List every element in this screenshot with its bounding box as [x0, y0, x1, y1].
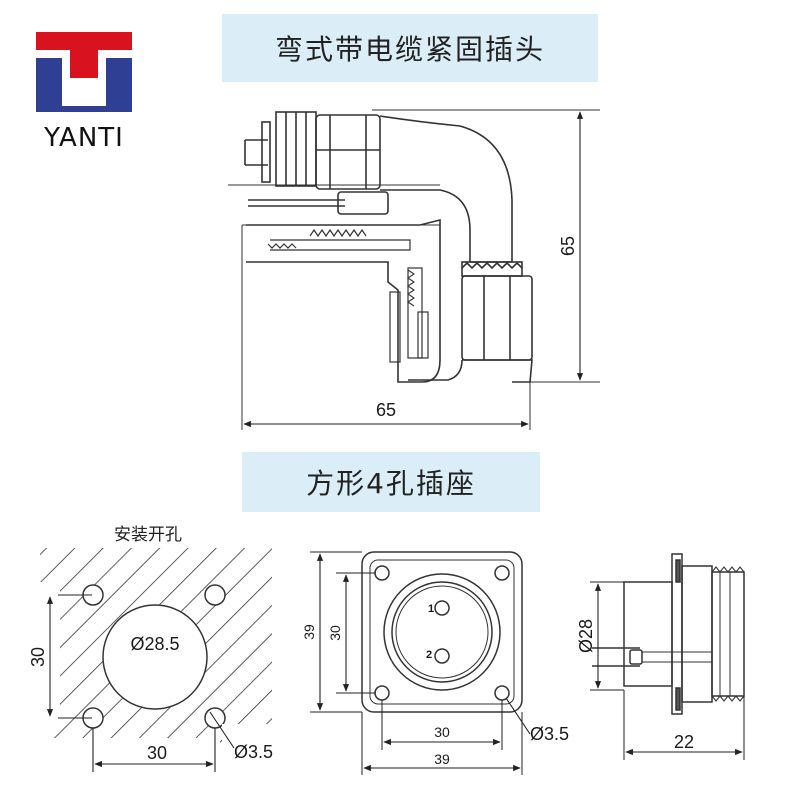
cutout-center-diameter: Ø28.5: [130, 634, 179, 654]
socket-pin-1-label: 1: [428, 603, 434, 615]
socket-title: 方形4孔插座: [306, 467, 476, 500]
cutout-label: 安装开孔: [114, 525, 182, 545]
side-diameter-dimension: Ø28: [576, 619, 596, 653]
plug-title: 弯式带电缆紧固插头: [274, 33, 545, 66]
square-socket-side-drawing: [590, 553, 745, 760]
cutout-horizontal-spacing: 30: [147, 743, 167, 763]
cutout-screw-diameter: Ø3.5: [234, 742, 273, 762]
side-length-dimension: 22: [674, 732, 694, 752]
flange-screw-diameter: Ø3.5: [530, 724, 569, 744]
socket-title-banner: 方形4孔插座: [242, 452, 540, 512]
flange-outer-vertical: 39: [301, 624, 317, 640]
flange-hole-vertical: 30: [327, 625, 343, 641]
right-angle-plug-drawing: [228, 109, 600, 430]
flange-hole-horizontal: 30: [434, 724, 450, 740]
plug-height-dimension: 65: [558, 236, 578, 256]
square-socket-front-drawing: [310, 551, 531, 775]
yanti-logo: YANTI: [36, 32, 132, 153]
mounting-cutout-drawing: [40, 548, 272, 772]
plug-dimensions: [243, 111, 584, 428]
plug-width-dimension: 65: [376, 400, 396, 420]
logo-brand-text: YANTI: [43, 123, 124, 153]
flange-outer-horizontal: 39: [434, 751, 450, 767]
socket-pin-2-label: 2: [426, 649, 432, 661]
plug-title-banner: 弯式带电缆紧固插头: [222, 14, 598, 82]
cutout-vertical-spacing: 30: [28, 647, 48, 667]
